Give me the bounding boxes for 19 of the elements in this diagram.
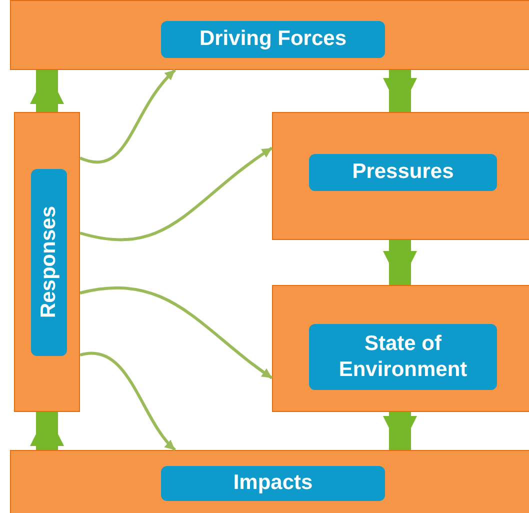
block-arrow — [383, 70, 417, 112]
curved-arrow — [80, 286, 273, 380]
block-arrow — [383, 240, 417, 285]
process-band — [272, 112, 529, 240]
process-band — [272, 285, 529, 412]
curved-arrow — [80, 68, 176, 164]
block-arrow — [30, 70, 64, 112]
block-arrow — [383, 412, 417, 450]
curved-arrow — [80, 352, 176, 452]
label-box: State of Environment — [309, 324, 497, 390]
process-band — [10, 450, 529, 513]
label-box: Responses — [31, 169, 67, 356]
label-box: Pressures — [309, 154, 497, 191]
process-band — [14, 112, 80, 412]
label-box: Impacts — [161, 466, 385, 501]
label-box: Driving Forces — [161, 21, 385, 58]
curved-arrow — [80, 146, 273, 242]
block-arrow — [30, 412, 64, 450]
process-band — [10, 0, 529, 70]
